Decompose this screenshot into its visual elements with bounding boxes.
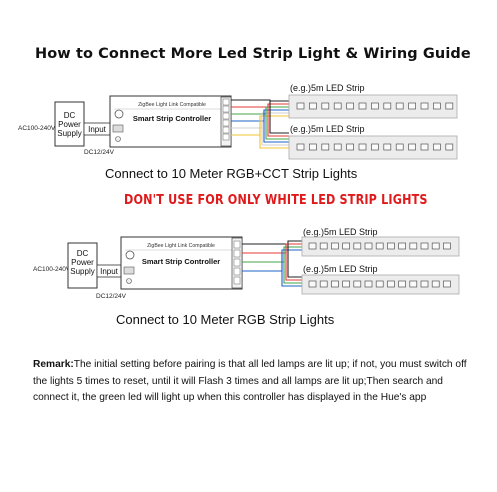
led-chip bbox=[321, 102, 330, 110]
controller-name: Smart Strip Controller bbox=[133, 114, 211, 123]
wires2-strip2 bbox=[281, 244, 302, 287]
led-chip bbox=[342, 242, 350, 250]
psu-label-line2: Power bbox=[58, 120, 81, 129]
power-supply-box-2 bbox=[67, 242, 98, 289]
led-chip bbox=[433, 143, 441, 151]
led-chip bbox=[395, 143, 404, 151]
led-chip bbox=[296, 143, 305, 151]
led-chip bbox=[387, 280, 395, 288]
controller-header-2: ZigBee Light Link Compatible bbox=[147, 243, 215, 249]
led-chip bbox=[409, 242, 418, 250]
led-chip bbox=[353, 242, 362, 250]
rgbcct-caption: Connect to 10 Meter RGB+CCT Strip Lights bbox=[105, 166, 358, 181]
controller-button-icon bbox=[114, 109, 124, 119]
led-chip bbox=[408, 102, 416, 110]
ac-voltage-label-2: AC100-240V bbox=[33, 266, 71, 273]
remark-label: Remark: bbox=[33, 359, 74, 370]
rgbcct-wiring-diagram: AC100-240V DC Power Supply Input DC12/24… bbox=[18, 83, 458, 160]
led-chip bbox=[445, 102, 454, 110]
led-chip bbox=[420, 242, 429, 250]
led-chip bbox=[308, 280, 317, 288]
strip2-label-2: (e.g.)5m LED Strip bbox=[303, 264, 378, 274]
led-chip bbox=[409, 280, 418, 288]
remark-paragraph: Remark:The initial setting before pairin… bbox=[33, 357, 473, 407]
led-chip bbox=[319, 242, 328, 250]
led-chip bbox=[395, 102, 404, 110]
psu2-label-line3: Supply bbox=[70, 267, 94, 276]
led-chip bbox=[371, 102, 379, 110]
input-label: Input bbox=[88, 125, 107, 134]
led-chip bbox=[353, 280, 362, 288]
led-chip bbox=[333, 143, 342, 151]
psu2-label-line2: Power bbox=[71, 258, 94, 267]
rgb-caption: Connect to 10 Meter RGB Strip Lights bbox=[116, 312, 335, 327]
led-chip bbox=[358, 143, 367, 151]
remark-text: The initial setting before pairing is th… bbox=[33, 359, 467, 403]
led-chip bbox=[358, 102, 367, 110]
led-chip bbox=[346, 102, 354, 110]
led-chip bbox=[445, 143, 454, 151]
controller-port bbox=[112, 124, 124, 133]
led-chip bbox=[420, 280, 429, 288]
terminal-block bbox=[220, 96, 232, 147]
controller2-port bbox=[123, 266, 135, 275]
controller-name-2: Smart Strip Controller bbox=[142, 257, 220, 266]
led-chip bbox=[371, 143, 379, 151]
psu2-label-line1: DC bbox=[77, 249, 89, 258]
led-chip bbox=[398, 242, 406, 250]
led-chip bbox=[431, 280, 440, 288]
strip-label-1: (e.g.)5m LED Strip bbox=[290, 83, 365, 93]
led-chip bbox=[319, 280, 328, 288]
led-chip bbox=[408, 143, 416, 151]
led-chip bbox=[387, 242, 395, 250]
led-chip bbox=[331, 242, 339, 250]
led-chip bbox=[342, 280, 350, 288]
led-chip bbox=[296, 102, 305, 110]
led-strip-2-leds bbox=[296, 143, 454, 151]
led-chip bbox=[398, 280, 406, 288]
controller2-button-icon bbox=[125, 250, 135, 260]
led-chip bbox=[420, 102, 429, 110]
led-strip-4-leds bbox=[308, 280, 451, 288]
terminal-block-2 bbox=[231, 237, 243, 289]
controller2-led-icon bbox=[126, 278, 132, 284]
led-chip bbox=[333, 102, 342, 110]
led-chip bbox=[420, 143, 429, 151]
led-chip bbox=[431, 242, 440, 250]
controller-box-2 bbox=[120, 236, 243, 290]
led-chip bbox=[308, 242, 317, 250]
led-chip bbox=[346, 143, 354, 151]
input-label-2: Input bbox=[100, 267, 119, 276]
led-chip bbox=[331, 280, 339, 288]
warning-text: DON'T USE FOR ONLY WHITE LED STRIP LIGHT… bbox=[124, 193, 428, 208]
led-chip bbox=[364, 242, 373, 250]
dc-voltage-label: DC12/24V bbox=[84, 149, 115, 156]
rgb-wiring-diagram: AC100-240V DC Power Supply Input DC12/24… bbox=[33, 227, 460, 300]
led-chip bbox=[375, 280, 384, 288]
controller-header: ZigBee Light Link Compatible bbox=[138, 102, 206, 108]
psu-label-line1: DC bbox=[64, 111, 76, 120]
ac-voltage-label: AC100-240V bbox=[18, 125, 56, 132]
strip2-label-1: (e.g.)5m LED Strip bbox=[303, 227, 378, 237]
dc-voltage-label-2: DC12/24V bbox=[96, 293, 127, 300]
controller-led-icon bbox=[115, 136, 121, 142]
led-chip bbox=[309, 143, 317, 151]
strip-label-2: (e.g.)5m LED Strip bbox=[290, 124, 365, 134]
led-chip bbox=[375, 242, 384, 250]
wires2-strip1 bbox=[242, 240, 302, 272]
led-chip bbox=[321, 143, 330, 151]
wires-strip2 bbox=[259, 101, 289, 149]
led-chip bbox=[309, 102, 317, 110]
led-chip bbox=[383, 143, 392, 151]
led-chip bbox=[443, 242, 451, 250]
led-chip bbox=[443, 280, 451, 288]
led-strip-1-leds bbox=[296, 102, 454, 110]
led-chip bbox=[364, 280, 373, 288]
page-title: How to Connect More Led Strip Light & Wi… bbox=[35, 46, 471, 62]
led-chip bbox=[433, 102, 441, 110]
psu-label-line3: Supply bbox=[57, 129, 81, 138]
led-chip bbox=[383, 102, 392, 110]
led-strip-3-leds bbox=[308, 242, 451, 250]
